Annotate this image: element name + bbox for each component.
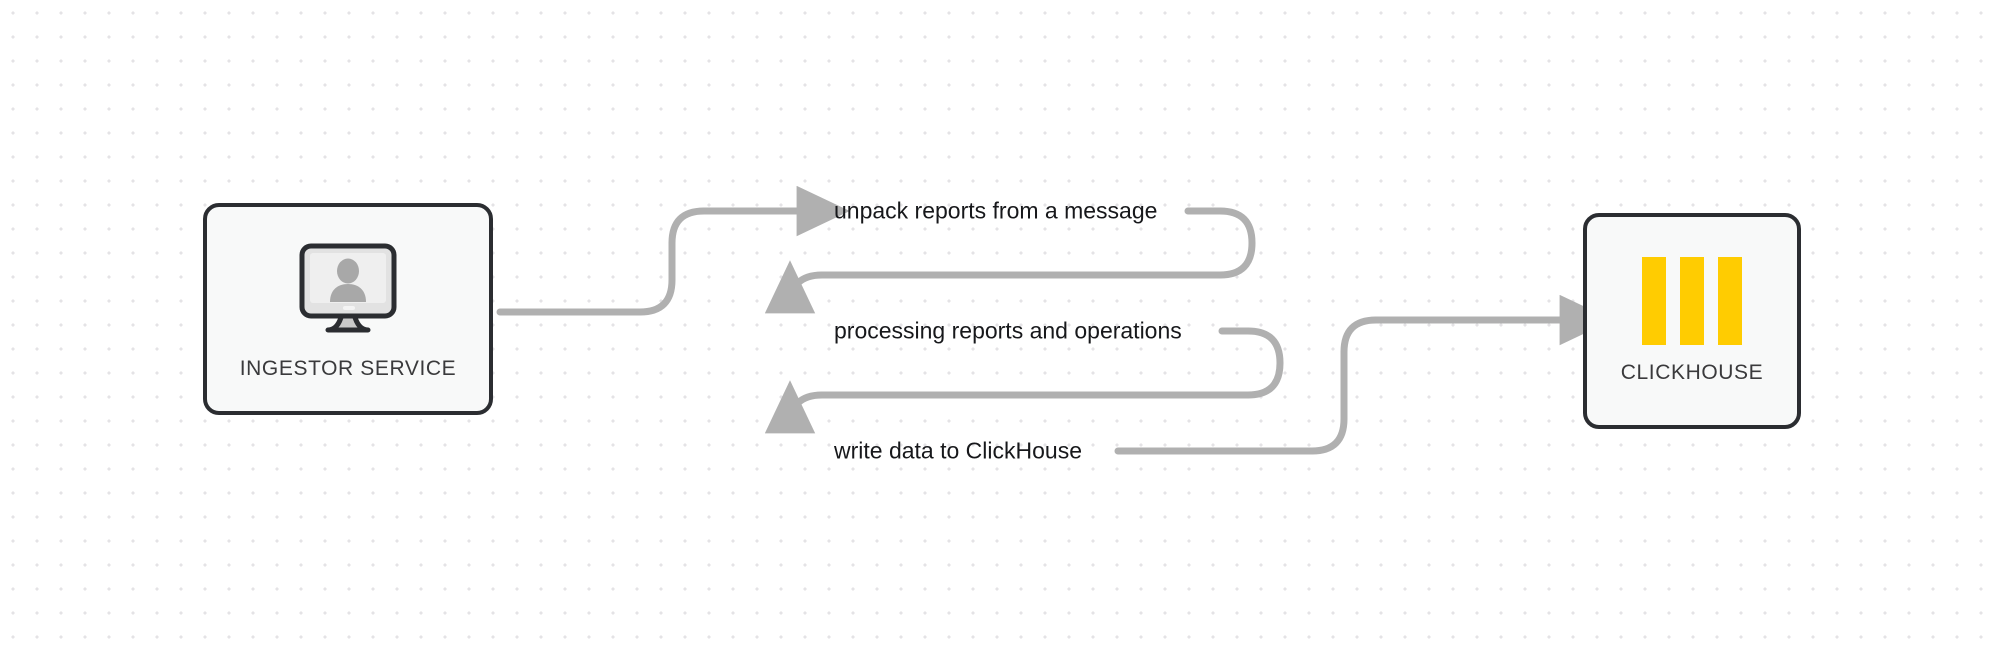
edge-path-source-to-unpack	[496, 185, 850, 316]
clickhouse-logo-icon	[1642, 257, 1742, 345]
node-ingestor-service[interactable]: INGESTOR SERVICE	[203, 203, 493, 415]
clickhouse-bar-1	[1642, 257, 1666, 345]
node-clickhouse[interactable]: CLICKHOUSE	[1583, 213, 1801, 429]
node-label-ingestor-service: INGESTOR SERVICE	[239, 356, 457, 380]
edge-label-processing-reports: processing reports and operations	[834, 317, 1182, 344]
edge-path-processing-to-write	[764, 327, 1284, 434]
clickhouse-bar-2	[1680, 257, 1704, 345]
edge-label-unpack-reports: unpack reports from a message	[834, 197, 1158, 224]
clickhouse-bar-3	[1718, 257, 1742, 345]
edge-path-write-to-clickhouse	[1114, 294, 1613, 455]
edge-path-unpack-to-processing	[764, 207, 1256, 314]
edge-label-write-data: write data to ClickHouse	[834, 437, 1082, 464]
node-label-clickhouse: CLICKHOUSE	[1620, 361, 1764, 384]
monitor-user-icon	[292, 238, 404, 343]
